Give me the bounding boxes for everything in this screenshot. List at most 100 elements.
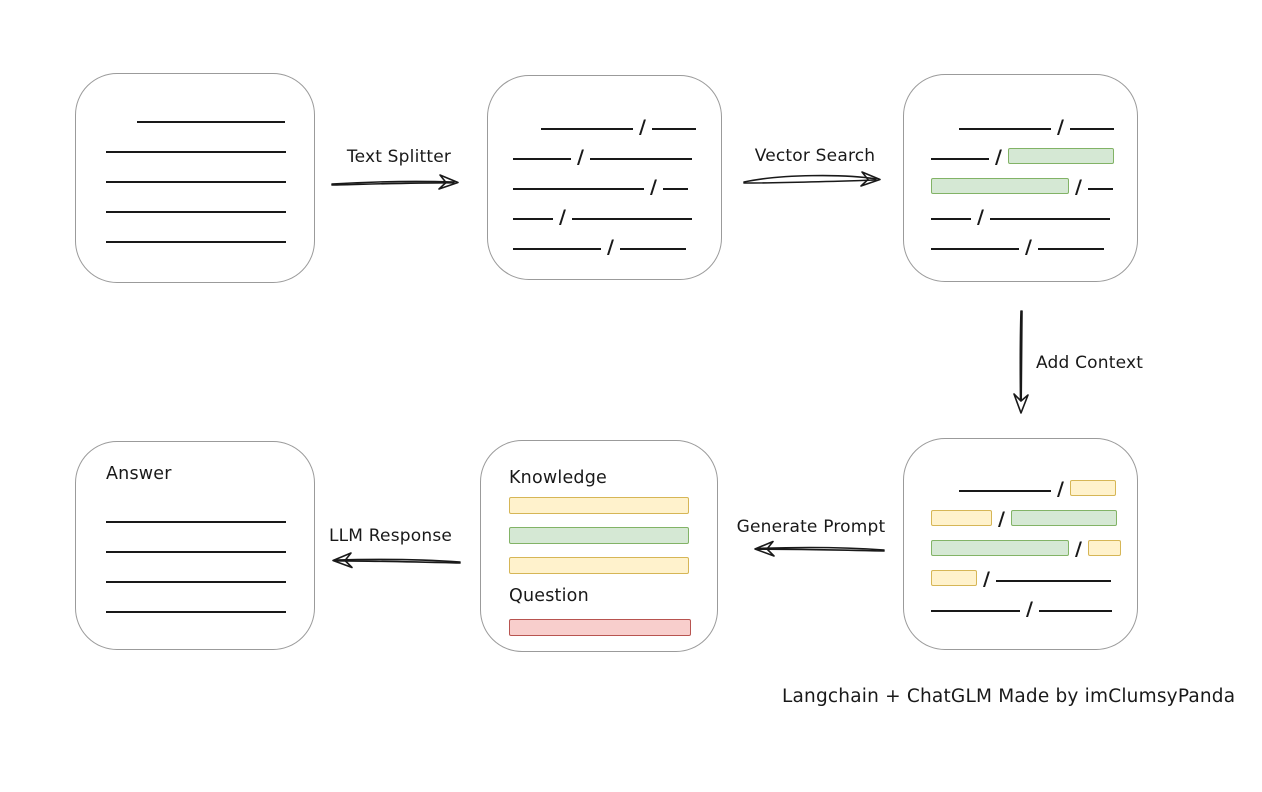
content-row: Knowledge — [509, 468, 717, 490]
content-row: / — [931, 137, 1137, 167]
slash-separator: / — [577, 146, 584, 168]
slash-separator: / — [1075, 176, 1082, 198]
text-line — [106, 151, 286, 153]
text-line — [619, 248, 686, 250]
text-line — [106, 551, 286, 553]
text-line — [589, 158, 692, 160]
yellow-highlight — [931, 510, 992, 526]
content-row: / — [931, 589, 1137, 619]
slash-separator: / — [983, 568, 990, 590]
text-line — [513, 218, 553, 220]
slash-separator: / — [559, 206, 566, 228]
slash-separator: / — [995, 146, 1002, 168]
content-row — [106, 220, 314, 250]
text-line — [513, 188, 644, 190]
yellow-highlight — [1069, 480, 1116, 496]
llm-response-label: LLM Response — [328, 526, 453, 546]
text-line — [931, 218, 971, 220]
content-row: / — [931, 167, 1137, 197]
green-highlight — [931, 540, 1069, 556]
yellow-highlight — [509, 497, 689, 514]
credit-caption: Langchain + ChatGLM Made by imClumsyPand… — [782, 686, 1236, 707]
generate-prompt-label: Generate Prompt — [736, 517, 886, 537]
box-heading: Question — [509, 586, 589, 606]
slash-separator: / — [998, 508, 1005, 530]
content-row — [509, 520, 717, 550]
node-answer: Answer — [75, 441, 315, 650]
box-heading: Answer — [106, 464, 172, 484]
content-row: / — [513, 197, 721, 227]
content-row: / — [513, 107, 721, 137]
text-line — [1087, 188, 1113, 190]
content-row: / — [931, 559, 1137, 589]
text-line — [1037, 248, 1104, 250]
node-context-chunks: / / / / / — [903, 438, 1138, 650]
text-line — [989, 218, 1110, 220]
add-context-arrow — [1013, 310, 1029, 414]
vector-search-label: Vector Search — [754, 146, 876, 166]
text-line — [106, 181, 286, 183]
text-line — [651, 128, 696, 130]
content-row: / — [513, 167, 721, 197]
generate-prompt-arrow — [754, 540, 885, 557]
yellow-highlight — [931, 570, 977, 586]
slash-separator: / — [977, 206, 984, 228]
llm-response-arrow — [332, 552, 461, 569]
yellow-highlight — [509, 557, 689, 574]
text-line — [995, 580, 1111, 582]
node-source-document — [75, 73, 315, 283]
content-row: Answer — [106, 464, 314, 500]
text-line — [931, 610, 1020, 612]
text-line — [106, 241, 286, 243]
content-row — [106, 160, 314, 190]
slash-separator: / — [639, 116, 646, 138]
content-row — [106, 100, 314, 130]
text-line — [106, 611, 286, 613]
text-line — [513, 158, 571, 160]
slash-separator: / — [1057, 116, 1064, 138]
text-line — [513, 248, 601, 250]
content-row — [106, 530, 314, 560]
content-row — [106, 560, 314, 590]
slash-separator: / — [1057, 478, 1064, 500]
green-highlight — [931, 178, 1069, 194]
green-highlight — [1010, 510, 1117, 526]
content-row: / — [931, 529, 1137, 559]
green-highlight — [509, 527, 689, 544]
box-heading: Knowledge — [509, 468, 607, 488]
content-row: / — [931, 499, 1137, 529]
green-highlight — [1007, 148, 1114, 164]
slash-separator: / — [1075, 538, 1082, 560]
content-row: / — [513, 227, 721, 257]
text-line — [106, 211, 286, 213]
text-line — [662, 188, 688, 190]
content-row — [106, 130, 314, 160]
content-row: / — [513, 137, 721, 167]
content-row: / — [931, 469, 1137, 499]
content-row — [106, 190, 314, 220]
content-row — [106, 500, 314, 530]
text-line — [931, 158, 989, 160]
slash-separator: / — [607, 236, 614, 258]
text-line — [1038, 610, 1112, 612]
add-context-label: Add Context — [1036, 353, 1144, 373]
content-row — [509, 490, 717, 520]
text-splitter-arrow — [331, 174, 459, 190]
text-line — [106, 521, 286, 523]
red-highlight — [509, 619, 691, 636]
node-matched-chunks: / / / / / — [903, 74, 1138, 282]
text-line — [959, 128, 1051, 130]
yellow-highlight — [1087, 540, 1121, 556]
slash-separator: / — [1026, 598, 1033, 620]
text-line — [106, 581, 286, 583]
text-splitter-label: Text Splitter — [346, 147, 452, 167]
slash-separator: / — [1025, 236, 1032, 258]
text-line — [959, 490, 1051, 492]
node-text-chunks: ///// — [487, 75, 722, 280]
text-line — [571, 218, 692, 220]
content-row: / — [931, 197, 1137, 227]
content-row — [106, 590, 314, 620]
content-row — [509, 612, 717, 642]
text-line — [137, 121, 285, 123]
